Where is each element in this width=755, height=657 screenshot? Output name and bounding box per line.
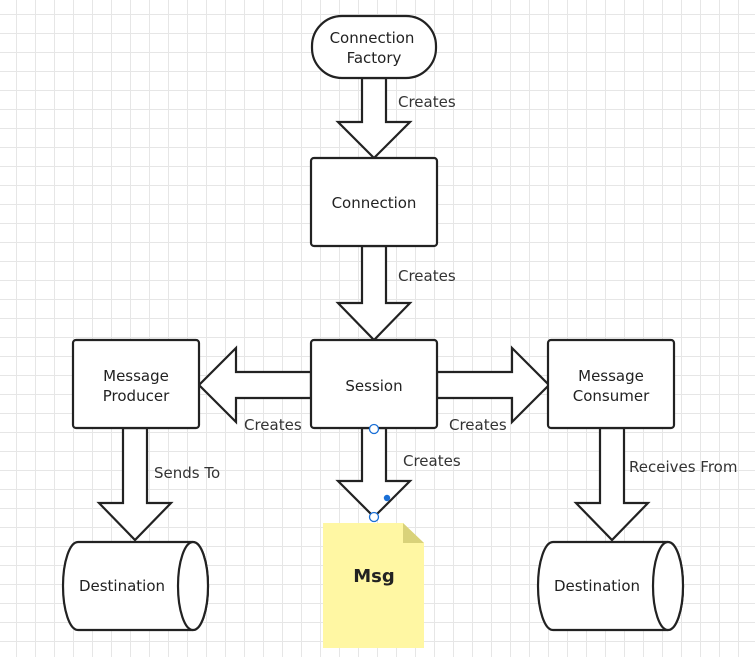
node-message-consumer-line2: Consumer (573, 387, 650, 405)
node-destination-right-label: Destination (554, 577, 640, 595)
node-destination-left[interactable]: Destination (61, 540, 210, 632)
node-session-label: Session (345, 377, 402, 395)
edge-label-session-to-producer: Creates (244, 416, 302, 434)
edge-endpoint-handle-top[interactable] (368, 423, 380, 435)
arrow-session-to-producer[interactable] (197, 345, 313, 425)
edge-endpoint-handle-bottom[interactable] (368, 511, 380, 523)
node-connection-factory[interactable]: Connection Factory (310, 14, 438, 80)
edge-waypoint-handle[interactable] (383, 494, 391, 502)
node-destination-right[interactable]: Destination (536, 540, 685, 632)
arrow-session-to-msg[interactable] (335, 426, 413, 519)
node-message-producer[interactable]: Message Producer (71, 338, 201, 430)
node-connection-label: Connection (332, 194, 417, 212)
msg-note-body (323, 523, 424, 648)
arrow-session-to-consumer[interactable] (435, 345, 551, 425)
node-destination-left-label: Destination (79, 577, 165, 595)
edge-label-producer-to-destination: Sends To (154, 464, 220, 482)
node-connection[interactable]: Connection (309, 156, 439, 248)
node-connection-factory-line1: Connection (330, 29, 415, 47)
node-msg-note[interactable]: Msg (323, 523, 424, 648)
edge-label-session-to-msg: Creates (403, 452, 461, 470)
node-session[interactable]: Session (309, 338, 439, 430)
node-message-producer-line2: Producer (103, 387, 170, 405)
edge-label-factory-to-connection: Creates (398, 93, 456, 111)
node-connection-factory-line2: Factory (347, 49, 402, 67)
arrow-connection-to-session[interactable] (335, 244, 413, 342)
node-message-producer-line1: Message (103, 367, 169, 385)
node-message-consumer-line1: Message (578, 367, 644, 385)
edge-label-session-to-consumer: Creates (449, 416, 507, 434)
msg-note-fold (403, 523, 424, 543)
msg-note-label: Msg (353, 566, 395, 587)
arrow-consumer-to-destination[interactable] (573, 426, 651, 542)
node-message-consumer[interactable]: Message Consumer (546, 338, 676, 430)
arrow-producer-to-destination[interactable] (96, 426, 174, 542)
edge-label-consumer-to-destination: Receives From (629, 458, 737, 476)
arrow-factory-to-connection[interactable] (335, 76, 413, 160)
edge-label-connection-to-session: Creates (398, 267, 456, 285)
